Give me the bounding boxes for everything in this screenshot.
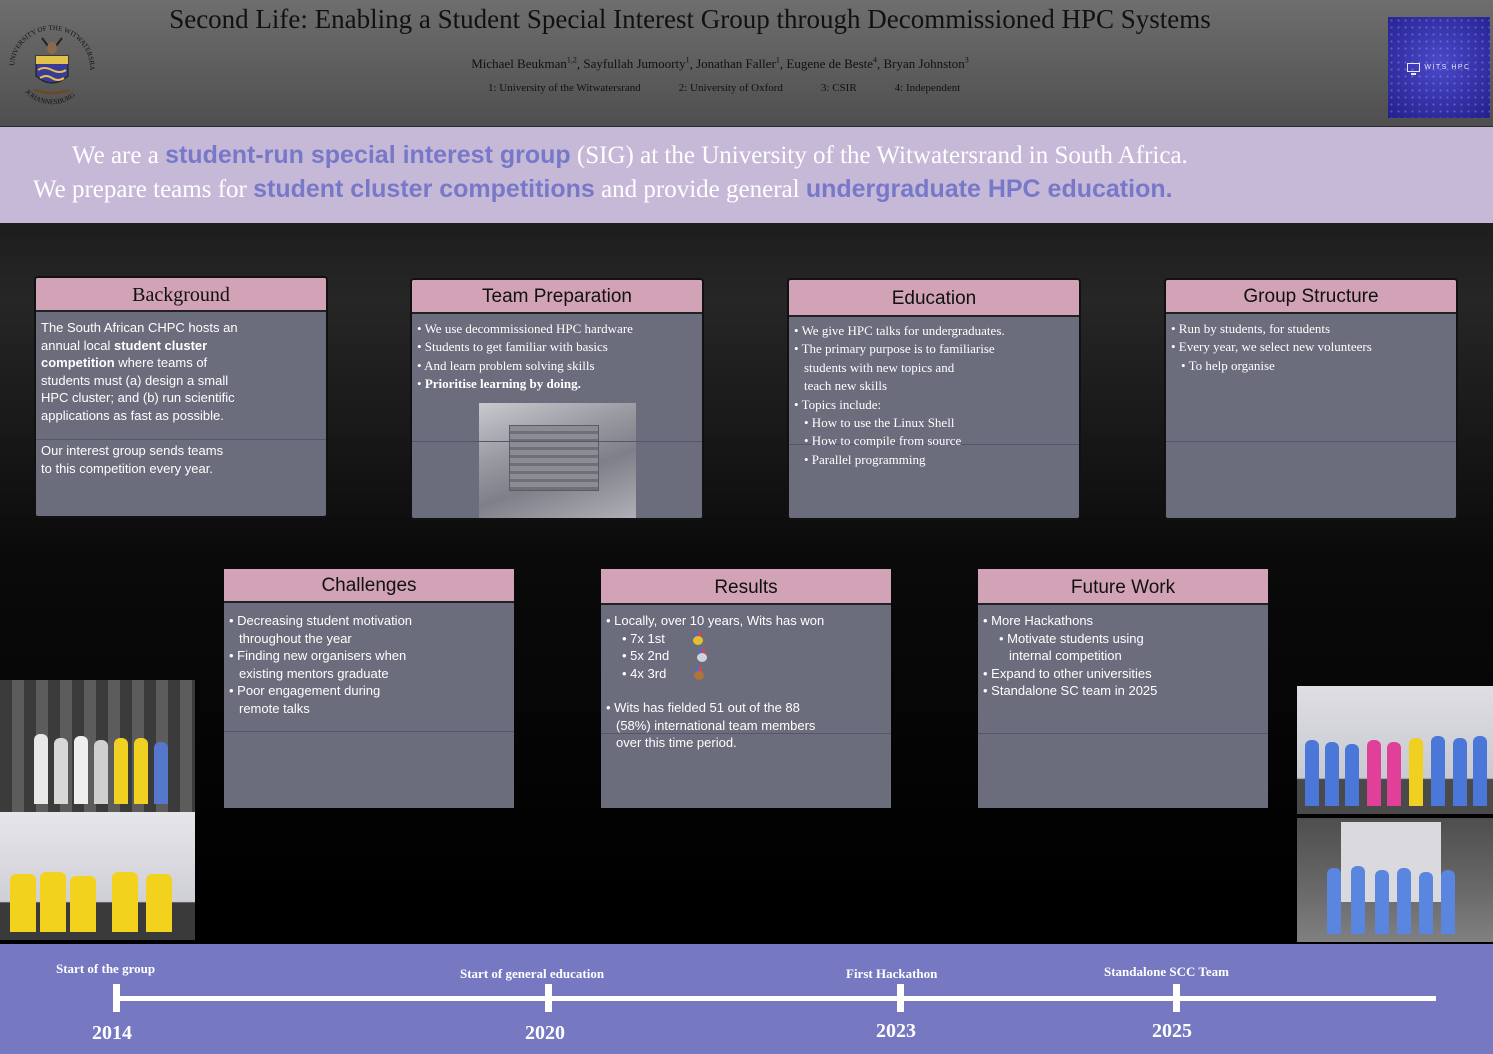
timeline-year: 2025: [1152, 1020, 1192, 1042]
author: Eugene de Beste4: [786, 56, 878, 72]
timeline-axis: [116, 996, 1436, 1001]
author: Jonathan Faller1: [696, 56, 780, 72]
timeline-tick: [113, 984, 120, 1012]
affiliation: 2: University of Oxford: [678, 82, 783, 94]
author: Bryan Johnston3: [883, 56, 969, 72]
timeline-event: First Hackathon: [846, 966, 938, 981]
affiliation: 3: CSIR: [820, 82, 857, 94]
author: Sayfullah Jumoorty1: [583, 56, 690, 72]
banner-highlight: student-run special interest group: [165, 141, 571, 169]
card-challenges: Challenges • Decreasing student motivati…: [224, 569, 514, 808]
card-title: Results: [601, 569, 891, 605]
silver-medal-icon: [697, 649, 708, 662]
banner-line-1: We are a student-run special interest gr…: [72, 141, 1188, 169]
team-photo: [0, 812, 195, 940]
card-title: Future Work: [978, 569, 1268, 605]
card-title: Background: [36, 278, 326, 312]
team-photo: [1297, 686, 1493, 814]
gold-medal-icon: [692, 631, 703, 645]
card-results: Results • Locally, over 10 years, Wits h…: [601, 569, 891, 808]
affiliation: 4: Independent: [894, 82, 961, 94]
poster-title: Second Life: Enabling a Student Special …: [169, 4, 1211, 34]
timeline-event: Start of the group: [56, 961, 156, 976]
timeline-event: Standalone SCC Team: [1104, 964, 1229, 979]
banner-line-2: We prepare teams for student cluster com…: [33, 175, 1173, 203]
card-background: Background The South African CHPC hosts …: [34, 276, 328, 518]
timeline: Start of the group 2014 Start of general…: [0, 944, 1493, 1054]
wits-hpc-logo: WITS HPC: [1388, 17, 1490, 118]
card-group-structure: Group Structure • Run by students, for s…: [1164, 278, 1458, 520]
author: Michael Beukman1,2: [471, 56, 577, 72]
card-education: Education • We give HPC talks for underg…: [787, 278, 1081, 520]
bronze-medal-icon: [694, 666, 705, 680]
affiliation-list: 1: University of the Witwatersrand 2: Un…: [488, 82, 960, 94]
timeline-year: 2023: [876, 1020, 916, 1042]
timeline-tick: [897, 984, 904, 1012]
timeline-tick: [545, 984, 552, 1012]
timeline-tick: [1173, 984, 1180, 1012]
card-team-preparation: Team Preparation • We use decommissioned…: [410, 278, 704, 520]
card-title: Challenges: [224, 569, 514, 603]
team-photo: [0, 680, 195, 812]
mission-banner: We are a student-run special interest gr…: [0, 127, 1493, 223]
timeline-year: 2014: [92, 1022, 132, 1044]
poster-header: UNIVERSITY OF THE WITWATERSRAND JOHANNES…: [0, 0, 1493, 127]
university-crest-icon: UNIVERSITY OF THE WITWATERSRAND JOHANNES…: [4, 10, 96, 106]
card-title: Team Preparation: [412, 280, 702, 314]
hardware-photo: [479, 403, 636, 518]
card-future-work: Future Work • More Hackathons • Motivate…: [978, 569, 1268, 808]
affiliation: 1: University of the Witwatersrand: [488, 82, 641, 94]
timeline-event: Start of general education: [460, 966, 605, 981]
team-photo: [1297, 818, 1493, 942]
card-title: Education: [789, 280, 1079, 317]
card-title: Group Structure: [1166, 280, 1456, 314]
author-list: Michael Beukman1,2, Sayfullah Jumoorty1,…: [471, 56, 969, 72]
banner-highlight: undergraduate HPC education.: [805, 175, 1173, 203]
banner-highlight: student cluster competitions: [253, 175, 595, 203]
timeline-year: 2020: [525, 1022, 565, 1044]
monitor-icon: [1407, 63, 1421, 75]
logo-text: WITS HPC: [1424, 64, 1471, 71]
